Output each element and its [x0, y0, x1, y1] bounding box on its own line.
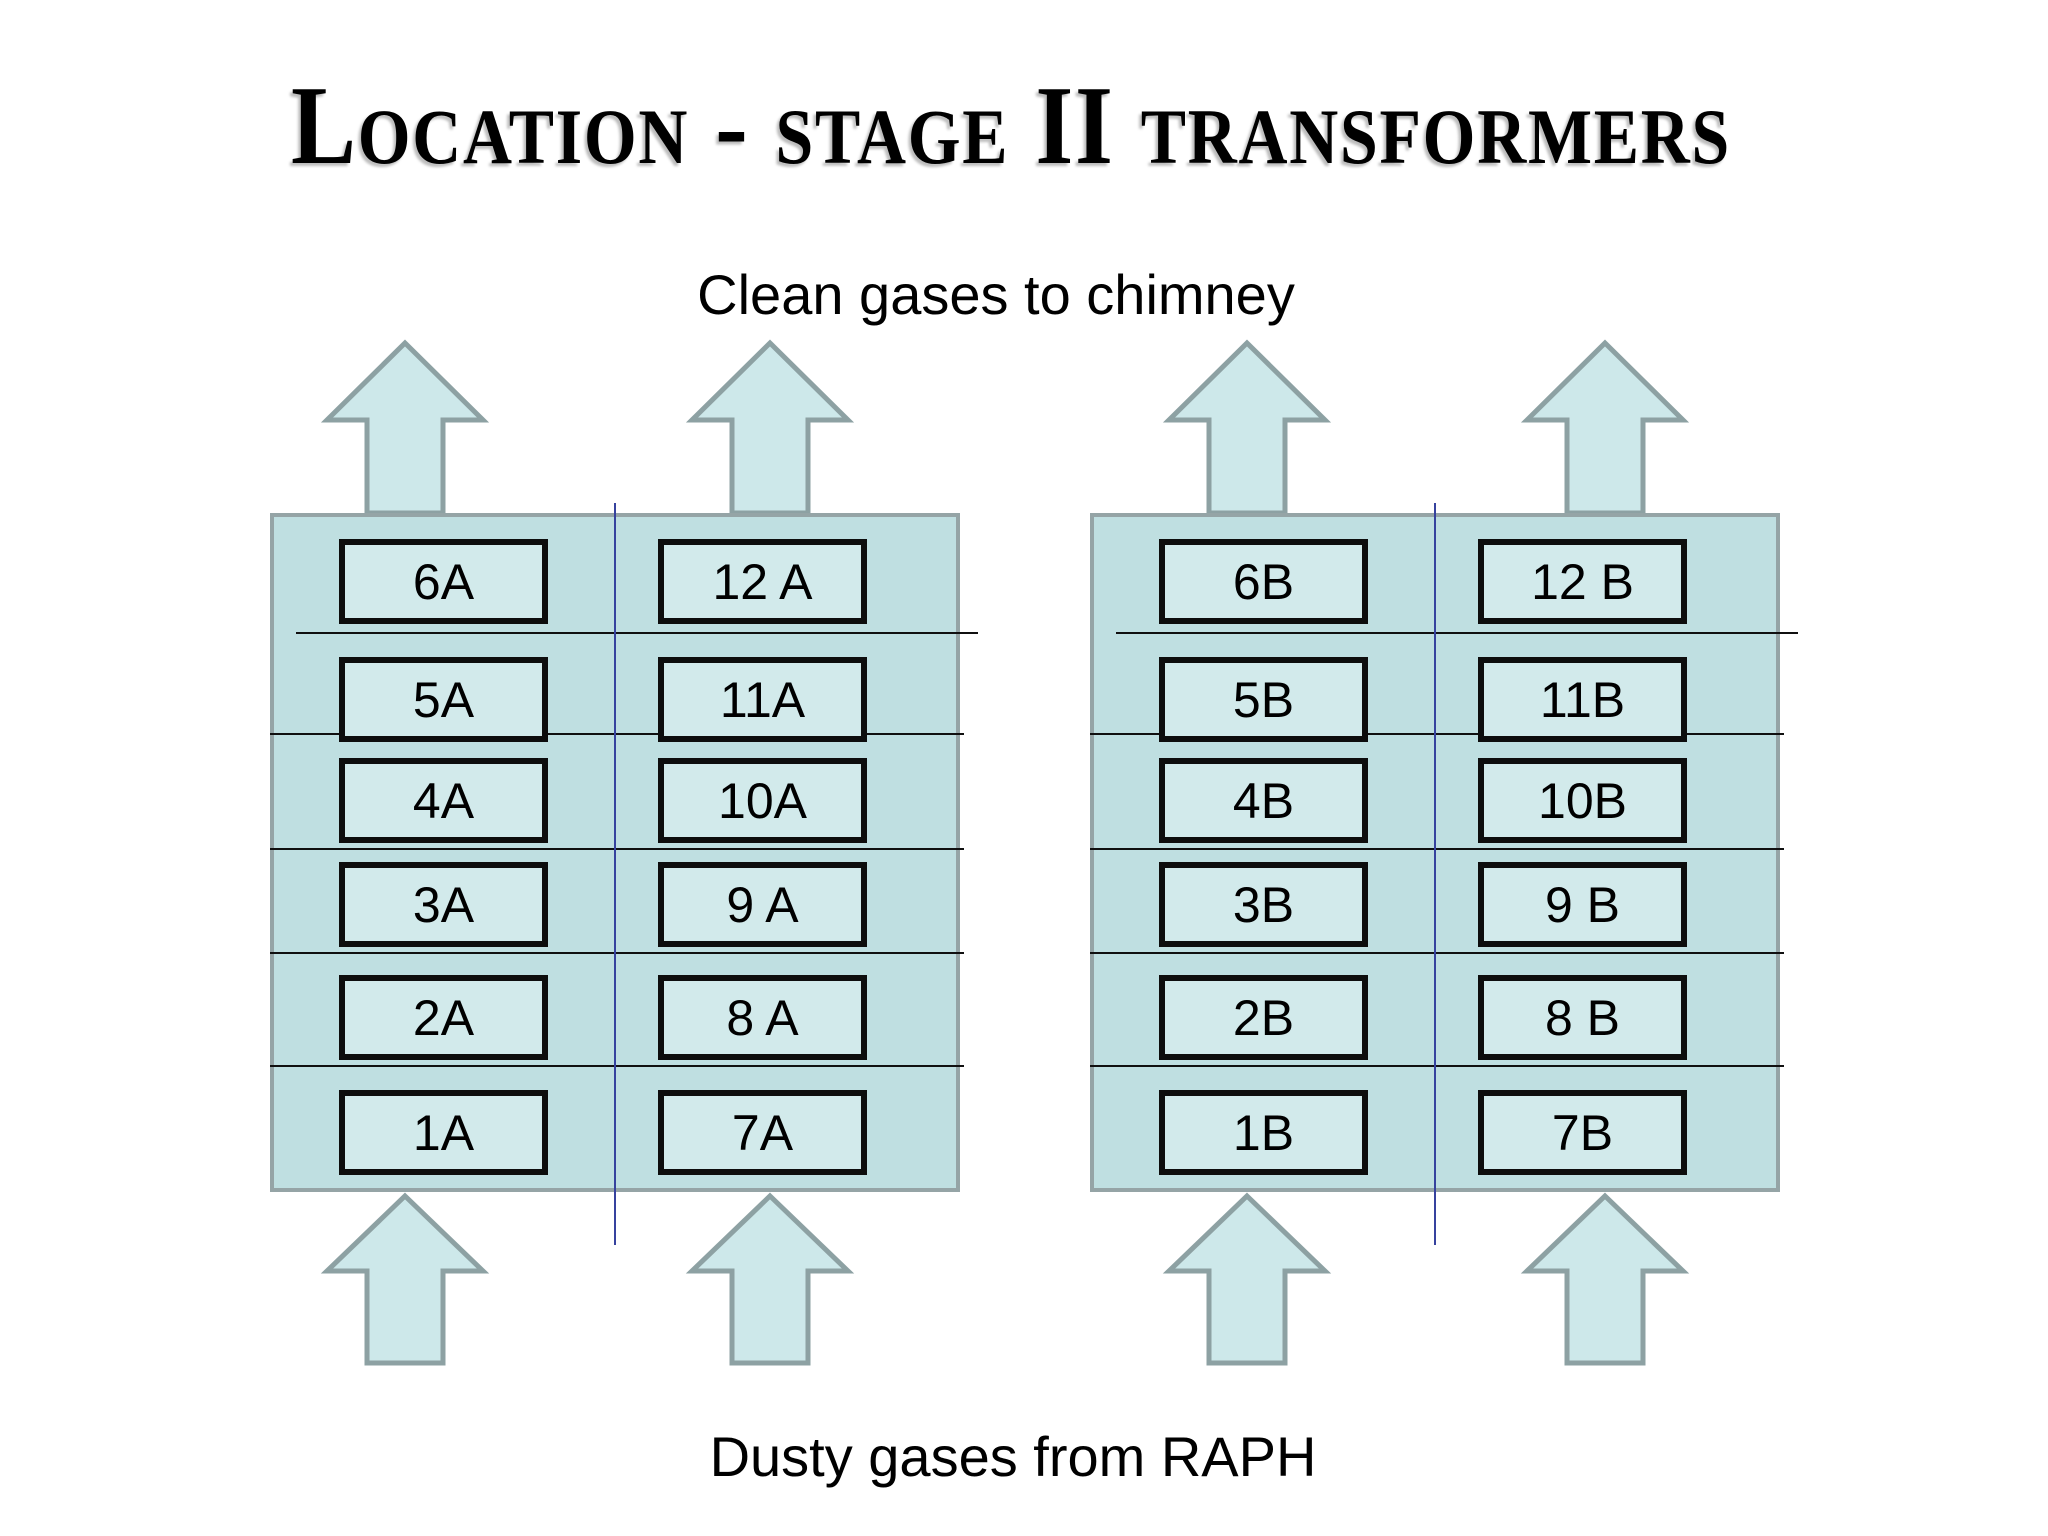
transformer-box-label: 6B	[1232, 553, 1295, 610]
transformer-box-label: 8 A	[726, 989, 799, 1046]
transformer-box: 2A	[339, 975, 548, 1060]
transformer-box: 10A	[658, 758, 867, 843]
transformer-box: 2B	[1159, 975, 1368, 1060]
transformer-box-label: 11B	[1539, 671, 1626, 728]
transformer-box: 9 B	[1478, 862, 1687, 947]
transformer-box: 4A	[339, 758, 548, 843]
transformer-box-label: 7B	[1551, 1104, 1614, 1161]
up-arrow-icon-outlet	[685, 339, 855, 516]
up-arrow-icon-inlet	[320, 1192, 490, 1366]
transformer-box: 8 B	[1478, 975, 1687, 1060]
transformer-box: 6A	[339, 539, 548, 624]
transformer-box-label: 5B	[1232, 671, 1295, 728]
transformer-box-label: 11A	[719, 671, 806, 728]
row-separator-line	[1090, 848, 1784, 850]
row-separator-line	[270, 1065, 964, 1067]
transformer-box: 12 B	[1478, 539, 1687, 624]
transformer-box-label: 9 A	[726, 876, 799, 933]
up-arrow-icon-inlet	[1520, 1192, 1690, 1366]
transformer-box-label: 8 B	[1544, 989, 1621, 1046]
transformer-box: 3A	[339, 862, 548, 947]
slide-title: Location - stage II transformers	[291, 64, 1731, 188]
transformer-box: 9 A	[658, 862, 867, 947]
up-arrow-icon-inlet	[685, 1192, 855, 1366]
transformer-box: 1B	[1159, 1090, 1368, 1175]
up-arrow-icon-outlet	[1520, 339, 1690, 516]
transformer-box: 4B	[1159, 758, 1368, 843]
transformer-box-label: 1A	[412, 1104, 475, 1161]
transformer-box-label: 10B	[1538, 772, 1627, 829]
transformer-box: 1A	[339, 1090, 548, 1175]
transformer-box-label: 1B	[1232, 1104, 1295, 1161]
transformer-box: 8 A	[658, 975, 867, 1060]
transformer-box-label: 2A	[412, 989, 475, 1046]
up-arrow-icon-outlet	[1162, 339, 1332, 516]
transformer-box-label: 6A	[412, 553, 475, 610]
transformer-box: 11B	[1478, 657, 1687, 742]
up-arrow-icon-inlet	[1162, 1192, 1332, 1366]
clean-gases-caption: Clean gases to chimney	[697, 263, 1295, 326]
panel-center-divider-line	[614, 503, 616, 1245]
row-separator-line	[270, 952, 964, 954]
row-separator-line	[270, 848, 964, 850]
transformer-box: 7B	[1478, 1090, 1687, 1175]
up-arrow-icon-outlet	[320, 339, 490, 516]
row-separator-line	[296, 632, 978, 634]
transformer-panel-b: 6B 5B 4B 3B 2B 1B 12 B 11B 10B 9 B 8 B 7B	[1090, 503, 1798, 1245]
transformer-box-label: 5A	[412, 671, 475, 728]
transformer-box-label: 2B	[1232, 989, 1295, 1046]
transformer-box: 10B	[1478, 758, 1687, 843]
row-separator-line	[1090, 952, 1784, 954]
panel-center-divider-line	[1434, 503, 1436, 1245]
transformer-box-label: 4A	[412, 772, 475, 829]
row-separator-line	[1116, 632, 1798, 634]
transformer-box-label: 3B	[1232, 876, 1295, 933]
transformer-box-label: 12 B	[1531, 553, 1634, 610]
transformer-box: 6B	[1159, 539, 1368, 624]
transformer-box: 11A	[658, 657, 867, 742]
row-separator-line	[1090, 1065, 1784, 1067]
row-separator-line	[1090, 733, 1784, 735]
transformer-box: 12 A	[658, 539, 867, 624]
transformer-box: 3B	[1159, 862, 1368, 947]
transformer-box: 7A	[658, 1090, 867, 1175]
transformer-box-label: 9 B	[1544, 876, 1621, 933]
transformer-panel-a: 6A 5A 4A 3A 2A 1A 12 A 11A 10A 9 A 8 A 7A	[270, 503, 978, 1245]
row-separator-line	[270, 733, 964, 735]
transformer-box-label: 7A	[731, 1104, 794, 1161]
transformer-box-label: 4B	[1232, 772, 1295, 829]
transformer-box-label: 10A	[718, 772, 807, 829]
dusty-gases-caption: Dusty gases from RAPH	[709, 1425, 1317, 1488]
transformer-box: 5A	[339, 657, 548, 742]
transformer-box: 5B	[1159, 657, 1368, 742]
transformer-box-label: 12 A	[712, 553, 813, 610]
transformer-box-label: 3A	[412, 876, 475, 933]
